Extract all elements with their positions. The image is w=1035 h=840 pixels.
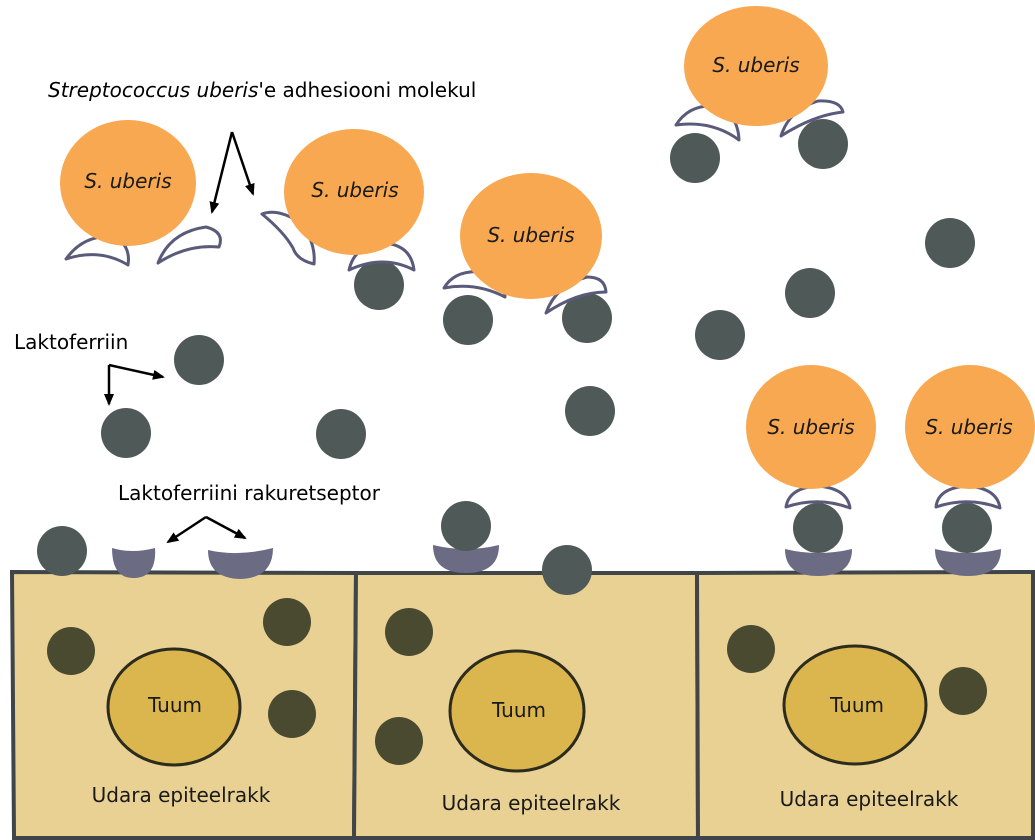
internalized-lactoferrin [727, 625, 775, 673]
arrow [206, 517, 245, 538]
epithelial-cell-layer: Tuum Tuum Tuum Udara epiteelrakk Udara e… [12, 572, 1033, 838]
lactoferrin [793, 503, 843, 553]
internalized-lactoferrin [939, 667, 987, 715]
nucleus-label: Tuum [147, 693, 202, 717]
arrow [232, 132, 253, 194]
adhesion-molecule-label: Streptococcus uberis'e adhesiooni moleku… [48, 78, 476, 102]
internalized-lactoferrin [385, 608, 433, 656]
cell-label: Udara epiteelrakk [442, 791, 621, 815]
nucleus-label: Tuum [829, 693, 884, 717]
lactoferrin [925, 218, 975, 268]
bacterium-label: S. uberis [712, 53, 799, 77]
internalized-lactoferrin [268, 690, 316, 738]
internalized-lactoferrin [375, 717, 423, 765]
lactoferrin-label: Laktoferriin [14, 330, 128, 354]
lactoferrin [316, 409, 366, 459]
cell-label: Udara epiteelrakk [92, 783, 271, 807]
lactoferrin [785, 268, 835, 318]
bacterium-label: S. uberis [84, 169, 171, 193]
bacterium-label: S. uberis [487, 223, 574, 247]
adhesion-species-name: Streptococcus uberis [48, 78, 258, 102]
bacterium-label: S. uberis [767, 415, 854, 439]
lactoferrin [798, 119, 848, 169]
lactoferrin [942, 503, 992, 553]
lactoferrin [101, 408, 151, 458]
nucleus-label: Tuum [491, 698, 546, 722]
lactoferrin [441, 501, 491, 551]
lactoferrin [565, 386, 615, 436]
internalized-lactoferrin [47, 627, 95, 675]
lactoferrin [174, 335, 224, 385]
internalized-lactoferrin [263, 598, 311, 646]
lactoferrin [443, 295, 493, 345]
arrow [168, 517, 206, 542]
cell-label: Udara epiteelrakk [780, 787, 959, 811]
lactoferrin [354, 260, 404, 310]
arrow [212, 132, 232, 212]
arrow [109, 365, 163, 377]
bacterium-label: S. uberis [925, 415, 1012, 439]
lactoferrin [670, 133, 720, 183]
bacterium-label: S. uberis [311, 178, 398, 202]
receptor-label: Laktoferriini rakuretseptor [118, 481, 381, 505]
lactoferrin [695, 310, 745, 360]
lactoferrin [542, 545, 592, 595]
lactoferrin [37, 526, 87, 576]
adhesion-label-rest: 'e adhesiooni molekul [258, 78, 476, 102]
